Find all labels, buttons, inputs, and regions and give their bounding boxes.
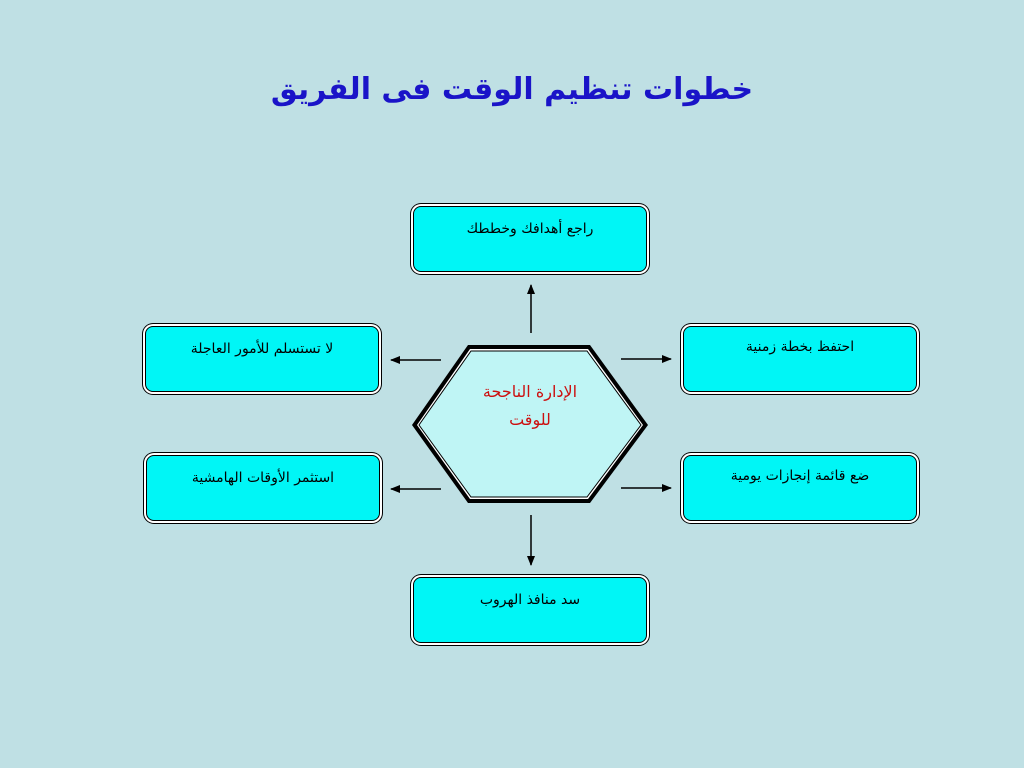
node-keep-timeline-label: احتفظ بخطة زمنية bbox=[745, 339, 855, 355]
node-keep-timeline: احتفظ بخطة زمنية bbox=[683, 326, 917, 392]
center-label-line2: للوقت bbox=[509, 410, 551, 429]
node-invest-marginal-time: استثمر الأوقات الهامشية bbox=[146, 455, 380, 521]
node-review-goals-label: راجع أهدافك وخططك bbox=[466, 221, 594, 237]
node-close-escape-outlets: سد منافذ الهروب bbox=[413, 577, 647, 643]
node-dont-surrender-urgent: لا تستسلم للأمور العاجلة bbox=[145, 326, 379, 392]
slide-title: خطوات تنظيم الوقت فى الفريق bbox=[270, 72, 754, 107]
node-dont-surrender-urgent-label: لا تستسلم للأمور العاجلة bbox=[190, 341, 334, 357]
center-hexagon-fill bbox=[418, 350, 642, 498]
center-label-line1: الإدارة الناجحة bbox=[482, 382, 578, 401]
node-close-escape-outlets-label: سد منافذ الهروب bbox=[479, 592, 581, 608]
node-review-goals: راجع أهدافك وخططك bbox=[413, 206, 647, 272]
node-daily-achievements-label: ضع قائمة إنجازات يومية bbox=[730, 468, 870, 484]
center-label: الإدارة الناجحة للوقت bbox=[430, 378, 630, 434]
node-daily-achievements: ضع قائمة إنجازات يومية bbox=[683, 455, 917, 521]
node-invest-marginal-time-label: استثمر الأوقات الهامشية bbox=[191, 470, 335, 486]
